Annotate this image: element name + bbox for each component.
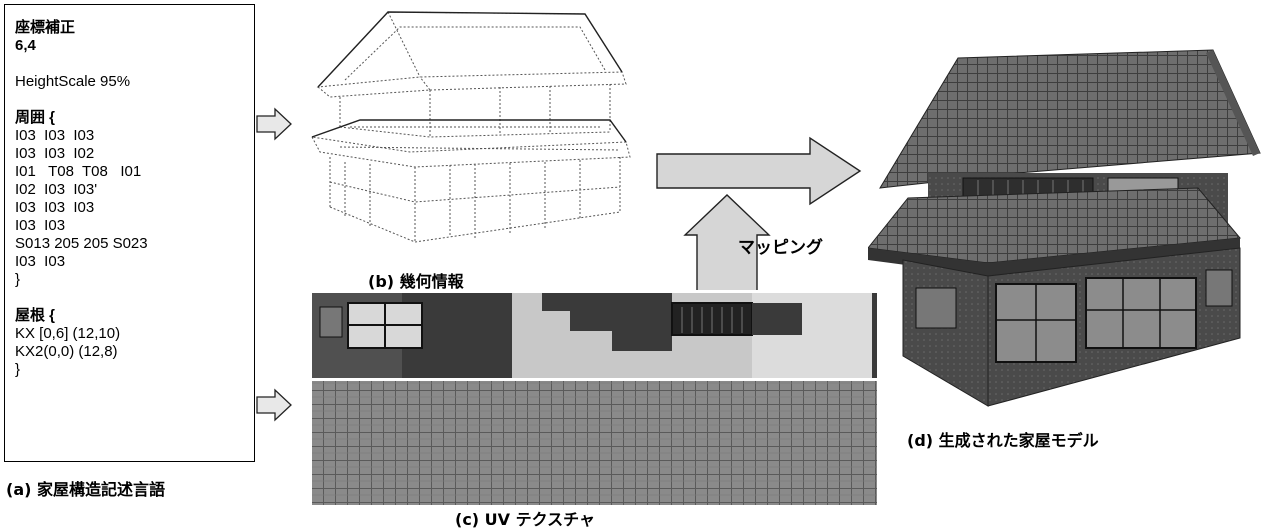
code-line — [15, 289, 254, 307]
code-line: HeightScale 95% — [15, 73, 131, 90]
code-line: 6,4 — [15, 37, 36, 54]
mapping-label: マッピング — [738, 238, 823, 258]
code-line: I02 I03 I03' — [15, 181, 98, 198]
code-line — [15, 55, 254, 73]
code-line: I03 I03 I03 — [15, 127, 95, 144]
uv-texture — [312, 293, 877, 505]
code-line: I03 I03 — [15, 217, 66, 234]
code-line: I03 I03 — [15, 253, 66, 270]
wireframe-house — [311, 11, 631, 243]
code-line: I01 T08 T08 I01 — [15, 163, 142, 180]
code-line: 座標補正 — [15, 19, 76, 36]
code-line: KX2(0,0) (12,8) — [15, 343, 118, 360]
arrow-code-to-texture — [256, 388, 292, 422]
code-line: I03 I03 I02 — [15, 145, 95, 162]
code-line: KX [0,6] (12,10) — [15, 325, 121, 342]
code-line: 周囲 { — [15, 109, 56, 126]
code-line: } — [15, 271, 21, 288]
arrow-code-to-geometry — [256, 107, 292, 141]
code-line — [15, 91, 254, 109]
house-model — [868, 49, 1261, 407]
caption-d: (d) 生成された家屋モデル — [907, 431, 1099, 450]
mapping-arrows — [656, 136, 862, 290]
code-line: I03 I03 I03 — [15, 199, 95, 216]
code-line: 屋根 { — [15, 307, 56, 324]
code-line: } — [15, 361, 21, 378]
caption-c: (c) UV テクスチャ — [455, 510, 595, 529]
caption-a: (a) 家屋構造記述言語 — [6, 480, 165, 499]
caption-b: (b) 幾何情報 — [368, 272, 464, 291]
code-line: S013 205 205 S023 — [15, 235, 148, 252]
